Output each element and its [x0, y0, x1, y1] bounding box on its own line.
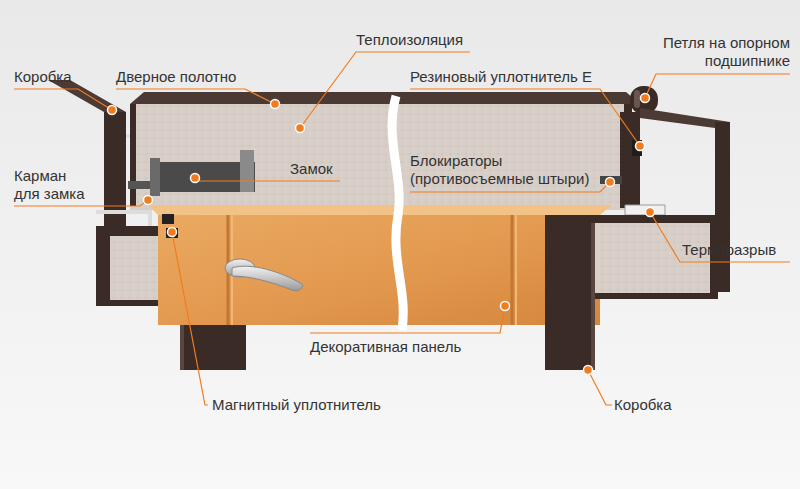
- right-frame: [545, 86, 730, 370]
- leader-dots-shape: [191, 174, 200, 183]
- part-label: Замок: [290, 160, 333, 178]
- leader-dots-shape: [584, 366, 593, 375]
- leader-dots-shape: [296, 124, 305, 133]
- leader-dots: [108, 94, 655, 375]
- part-label: Коробка: [614, 396, 672, 414]
- right-frame-shape: [545, 215, 725, 223]
- leader-lines-shape: [172, 232, 208, 405]
- part-label: Декоративная панель: [310, 338, 461, 356]
- part-label: Дверное полотно: [116, 68, 236, 86]
- break-line: [392, 96, 403, 330]
- door-leaf-shape: [130, 104, 630, 210]
- leader-lines-shape: [310, 306, 505, 333]
- leader-dots-shape: [641, 94, 650, 103]
- door-leaf-shape: [511, 215, 514, 325]
- leader-dots-shape: [646, 208, 655, 217]
- part-label: Теплоизоляция: [356, 31, 463, 49]
- right-frame-shape: [710, 223, 718, 299]
- part-label: Коробка: [14, 68, 72, 86]
- break-line-shape: [392, 96, 403, 330]
- leader-lines-shape: [14, 89, 112, 110]
- right-frame-shape: [595, 293, 715, 299]
- lock-shape: [150, 158, 160, 196]
- leader-dots-shape: [144, 196, 153, 205]
- right-frame-shape: [545, 223, 595, 370]
- leader-lines: [14, 52, 790, 405]
- leader-dots-shape: [168, 228, 177, 237]
- part-label: Петля на опорном подшипнике: [636, 34, 790, 70]
- lock: [128, 150, 255, 196]
- door-leaf-shape: [148, 205, 612, 215]
- door-leaf-shape: [515, 215, 517, 325]
- leader-lines-shape: [300, 52, 470, 128]
- leader-dots-shape: [501, 302, 510, 311]
- part-label: Резиновый уплотнитель E: [410, 68, 592, 86]
- right-frame-shape: [591, 223, 595, 370]
- left-frame-shape: [96, 236, 110, 300]
- lock-shape: [128, 181, 152, 189]
- leader-lines-shape: [195, 178, 340, 181]
- right-frame-shape: [620, 112, 640, 208]
- leader-dots-shape: [606, 178, 615, 187]
- right-frame-shape: [634, 90, 640, 108]
- leader-lines-shape: [588, 370, 612, 405]
- door-leaf-shape: [130, 92, 640, 104]
- lock-shape: [240, 150, 254, 192]
- door-leaf-shape: [158, 215, 600, 325]
- leader-dots-shape: [636, 142, 645, 151]
- door-handle: [225, 259, 302, 291]
- magnetic-seal-shape: [166, 228, 178, 238]
- leader-lines-shape: [410, 89, 640, 146]
- leader-lines-shape: [116, 89, 275, 104]
- magnetic-seal-shape: [162, 214, 174, 224]
- leader-lines-shape: [650, 212, 790, 262]
- leader-dots-shape: [271, 100, 280, 109]
- leader-lines-shape: [645, 74, 790, 98]
- part-label: Карман для замка: [14, 167, 90, 203]
- door-leaf-shape: [130, 104, 136, 206]
- left-frame-shape: [96, 212, 150, 226]
- leader-dots-shape: [108, 106, 117, 115]
- door-handle-shape: [232, 266, 302, 290]
- part-label: Терморазрыв: [682, 241, 776, 259]
- part-label: Магнитный уплотнитель: [212, 396, 381, 414]
- part-label: Блокираторы (противосъемные штыри): [410, 152, 600, 188]
- magnetic-seal: [162, 214, 178, 238]
